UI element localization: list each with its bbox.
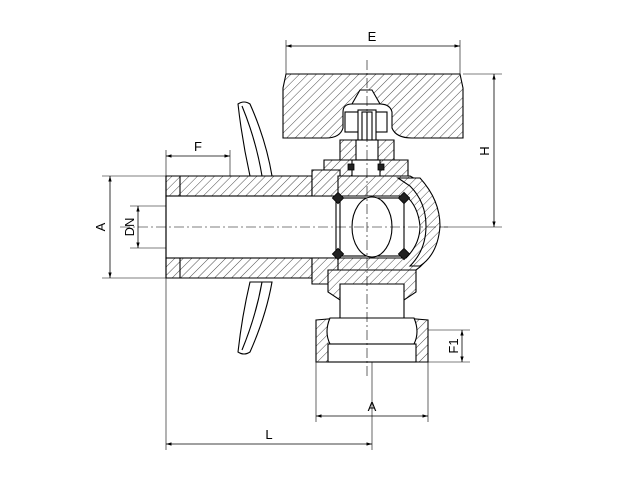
dimension-label-L: L (265, 427, 272, 442)
dimension-F: F (166, 139, 230, 158)
dimension-A-bottom: A (316, 399, 428, 418)
inlet-connector (165, 169, 341, 285)
dimension-label-A-left: A (93, 222, 108, 231)
dimension-label-H: H (477, 146, 492, 155)
center-lines (120, 60, 448, 378)
dimension-L: L (166, 427, 372, 446)
lever-handle (237, 101, 273, 355)
outlet-connector (315, 269, 429, 363)
dimension-label-E: E (368, 29, 377, 44)
dimension-F1: F1 (446, 330, 464, 362)
dimension-label-F: F (194, 139, 202, 154)
valve-body (331, 175, 441, 271)
dimension-DN: DN (122, 206, 140, 248)
dimension-A-left: A (93, 176, 112, 278)
dimension-label-DN: DN (122, 218, 137, 237)
dimension-E: E (286, 29, 460, 48)
dimension-H: H (477, 74, 496, 227)
dimension-label-F1: F1 (446, 338, 461, 353)
dimension-label-A-bottom: A (368, 399, 377, 414)
